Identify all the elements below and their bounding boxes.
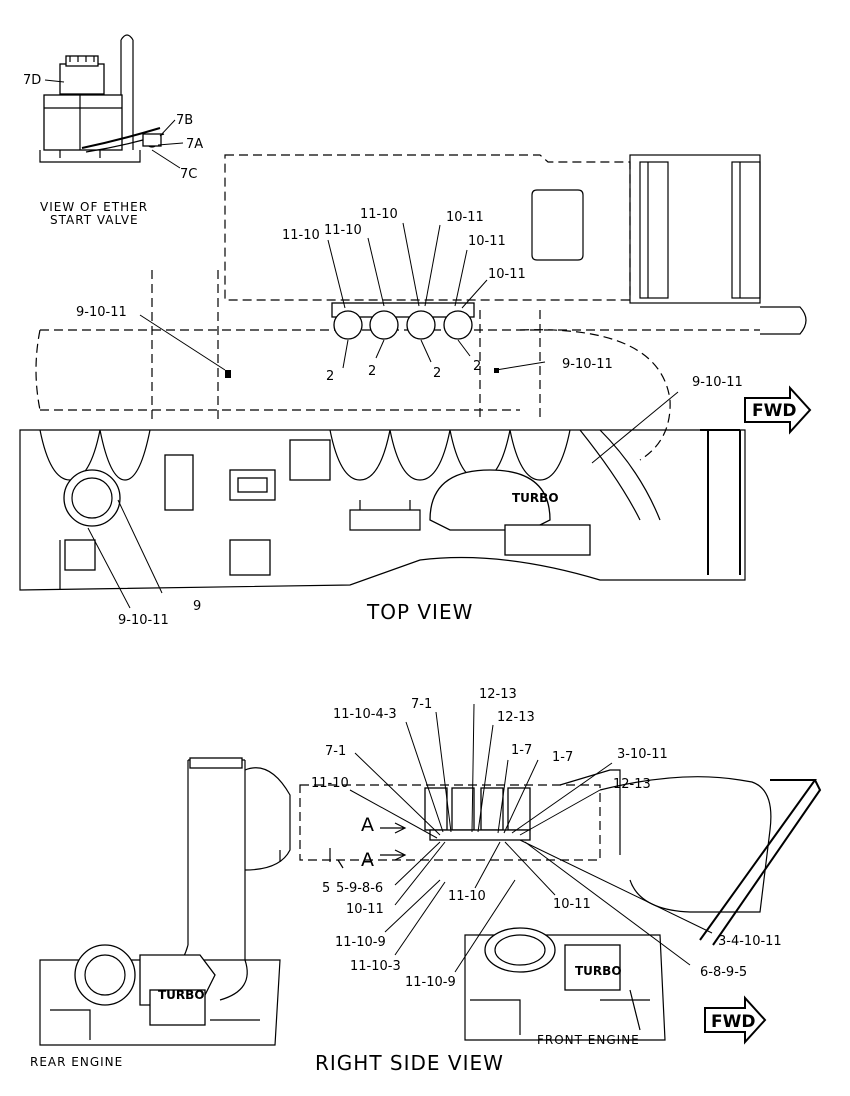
callout: 3-4-10-11 (718, 934, 782, 949)
callout: 11-10 (448, 889, 486, 904)
section-mark-a: A (361, 849, 374, 871)
callout: 12-13 (613, 777, 651, 792)
callout: 2 (473, 359, 481, 374)
side-view-drawing (39, 703, 822, 1046)
callout: 10-11 (468, 234, 506, 249)
callout: 2 (368, 364, 376, 379)
inset-caption-line1: VIEW OF ETHER (40, 200, 148, 214)
top-view-text: 11-10 11-10 11-10 10-11 10-11 10-11 9-10… (76, 207, 796, 628)
top-view-title: TOP VIEW (366, 600, 473, 624)
ether-valve-inset (39, 34, 184, 169)
section-mark-a: A (361, 814, 374, 836)
side-view-text: 12-13 7-1 11-10-4-3 12-13 7-1 1-7 1-7 3-… (30, 687, 782, 1075)
callout: 9 (193, 599, 201, 614)
fwd-arrow-side (704, 995, 767, 1045)
callout: 11-10 (311, 776, 349, 791)
callout: 10-11 (346, 902, 384, 917)
callout: 11-10 (324, 223, 362, 238)
callout: 11-10-9 (405, 975, 456, 990)
callout: 11-10 (282, 228, 320, 243)
callout: 10-11 (446, 210, 484, 225)
callout: 12-13 (479, 687, 517, 702)
callout: 1-7 (511, 743, 532, 758)
callout: 9-10-11 (562, 357, 613, 372)
top-view-drawing (19, 154, 807, 609)
callout: 5 (322, 881, 330, 896)
callout: 3-10-11 (617, 747, 668, 762)
inset-caption-line2: START VALVE (50, 213, 139, 227)
fwd-label-side: FWD (711, 1012, 755, 1032)
callout: 10-11 (488, 267, 526, 282)
callout: 11-10-9 (335, 935, 386, 950)
callout: 1-7 (552, 750, 573, 765)
callout: 9-10-11 (118, 613, 169, 628)
callout: 5-9-8-6 (336, 881, 383, 896)
callout: 7-1 (325, 744, 346, 759)
front-engine-label: FRONT ENGINE (537, 1033, 640, 1047)
callout: 11-10-4-3 (333, 707, 397, 722)
callout-7d: 7D (23, 73, 41, 88)
rear-engine-label: REAR ENGINE (30, 1055, 123, 1069)
fwd-arrow-top (744, 385, 812, 435)
callout: 12-13 (497, 710, 535, 725)
callout: 10-11 (553, 897, 591, 912)
turbo-label-front: TURBO (575, 964, 622, 978)
callout-7c: 7C (180, 167, 197, 182)
callout: 9-10-11 (692, 375, 743, 390)
callout: 9-10-11 (76, 305, 127, 320)
callout-7b: 7B (176, 113, 193, 128)
fwd-label: FWD (752, 401, 796, 421)
turbo-label: TURBO (512, 491, 559, 505)
callout-7a: 7A (186, 137, 203, 152)
callout: 2 (433, 366, 441, 381)
callout: 7-1 (411, 697, 432, 712)
turbo-label-rear: TURBO (158, 988, 205, 1002)
callout: 2 (326, 369, 334, 384)
callout: 11-10 (360, 207, 398, 222)
callout: 11-10-3 (350, 959, 401, 974)
inset-text: 7D 7B 7A 7C VIEW OF ETHER START VALVE (23, 73, 203, 227)
callout: 6-8-9-5 (700, 965, 747, 980)
side-view-title: RIGHT SIDE VIEW (315, 1051, 504, 1075)
